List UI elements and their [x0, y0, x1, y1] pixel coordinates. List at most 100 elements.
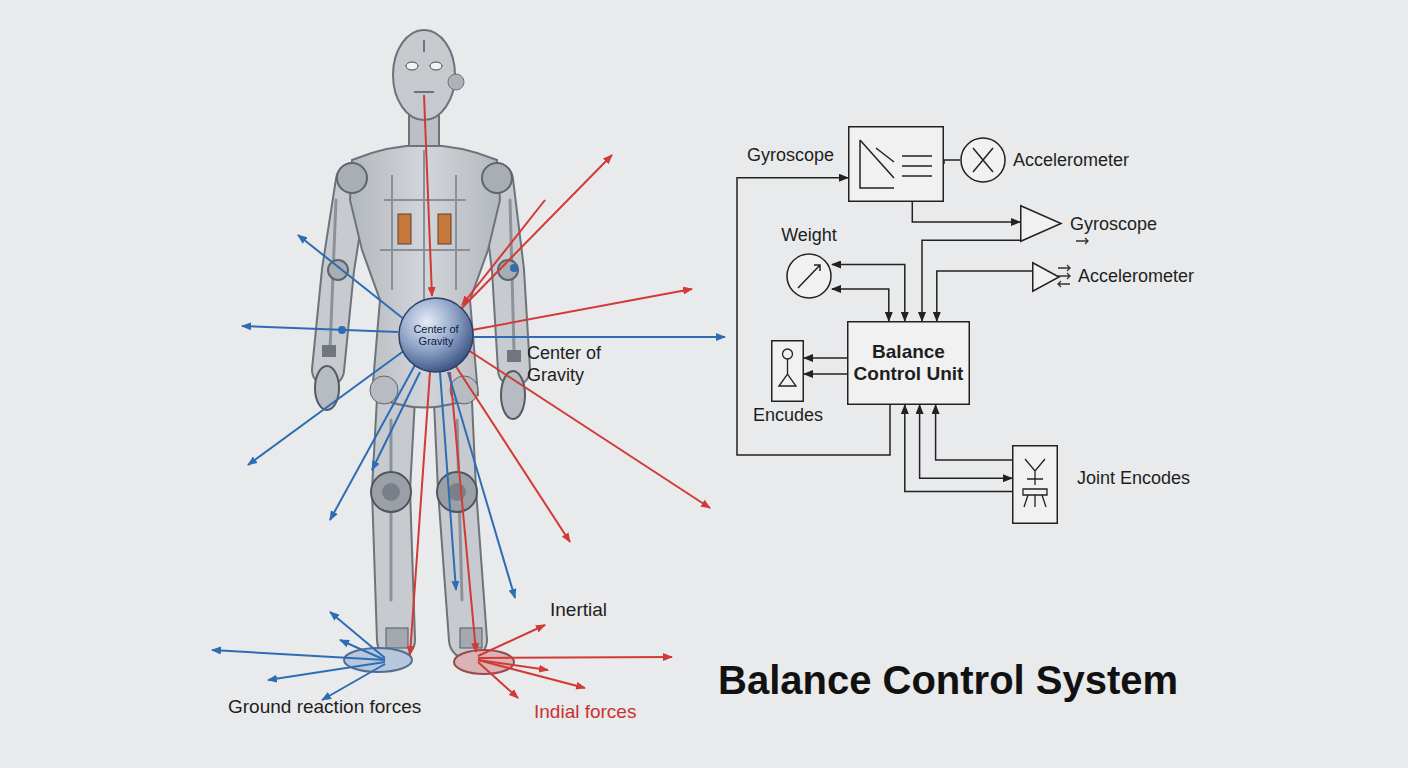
inertial-force-arrows-part [468, 350, 710, 508]
robot-figure-part [460, 628, 482, 648]
node-label: Accelerometer [1013, 149, 1163, 171]
inertial-force-arrows-part [410, 372, 430, 655]
signal-line [832, 265, 905, 322]
node-label-text: Gyroscope [747, 145, 834, 165]
gyroscope-sensor-box-outline [848, 126, 944, 202]
control-unit-box-outline-part [848, 322, 970, 405]
robot-figure-part [482, 163, 512, 193]
robot-figure-part [328, 260, 348, 280]
diagram-title: Balance Control System [718, 656, 1278, 704]
signal-line [905, 405, 1012, 492]
node-label-text: Encudes [753, 405, 823, 425]
force-label: Indial forces [534, 701, 694, 723]
robot-figure-part [371, 472, 411, 512]
node-label-text: Weight [781, 225, 837, 245]
ground-reaction-arrows-part [322, 664, 385, 700]
robot-limbs-part [452, 380, 468, 640]
weight-gauge-circle: Weight [786, 253, 832, 299]
encoder-box: Encudes [771, 340, 804, 402]
inertial-force-arrows-part [462, 200, 545, 305]
robot-limbs-part [391, 380, 397, 640]
accelerometer-circle-outline-part [961, 138, 1005, 182]
ground-reaction-arrows [212, 235, 725, 700]
robot-figure-part [437, 472, 477, 512]
ground-reaction-arrows-part [212, 650, 385, 660]
inertial-force-arrows-part [478, 660, 548, 670]
signal-glyphs-part [1058, 281, 1070, 287]
robot-limbs-part [497, 180, 514, 370]
node-label: Gyroscope [730, 144, 834, 166]
inertial-force-arrows-part [455, 155, 612, 315]
force-label: Inertial [550, 599, 670, 621]
ground-reaction-arrows-part [330, 612, 385, 658]
robot-figure-part [322, 345, 336, 357]
inertial-force-arrows-part [450, 372, 476, 652]
robot-figure-part [406, 62, 418, 70]
node-label: Gyroscope [1070, 213, 1190, 235]
encoder-box-outline-part [779, 359, 796, 386]
encoder-box-outline-part [783, 349, 793, 359]
node-label-text: Accelerometer [1013, 150, 1129, 170]
gyroscope-sensor-box-outline-part [860, 140, 932, 188]
ground-reaction-arrows-part [474, 336, 725, 338]
signal-line [936, 405, 1012, 460]
gyroscope-amplifier-triangle-outline-part [1021, 206, 1061, 242]
node-label: Center of Gravity [398, 297, 474, 373]
robot-figure-part [338, 326, 346, 334]
signal-line [920, 405, 1012, 478]
accelerometer-amplifier-triangle: Accelerometer [1032, 262, 1060, 292]
node-label: Encudes [747, 404, 829, 426]
robot-figure-part [414, 40, 434, 92]
accelerometer-amplifier-triangle-outline [1032, 262, 1060, 292]
encoder-box-outline-part [772, 341, 804, 402]
inertial-force-arrows-part [478, 625, 545, 656]
ground-reaction-arrows-part [242, 326, 398, 332]
signal-glyphs-part [1058, 273, 1070, 279]
weight-gauge-circle-outline-part [798, 265, 820, 288]
robot-limbs-part [497, 180, 514, 370]
gyroscope-sensor-box: Gyroscope [848, 126, 944, 202]
node-label-text: Center of Gravity [407, 323, 465, 347]
signal-glyphs-part [1058, 265, 1070, 271]
robot-figure-part [498, 260, 518, 280]
inertial-force-arrows [410, 95, 710, 698]
accelerometer-amplifier-triangle-outline-part [1033, 263, 1059, 292]
node-label-text: Accelerometer [1078, 266, 1194, 286]
robot-figure-part [507, 350, 521, 362]
robot-limbs-part [328, 180, 352, 370]
center-of-gravity-circle-outline-part [399, 298, 473, 372]
joint-encoder-box-outline-part [1023, 459, 1047, 507]
robot-figure-part [370, 376, 398, 404]
robot-figure-part [454, 650, 514, 674]
signal-line [832, 289, 889, 321]
gyroscope-amplifier-triangle: Gyroscope [1020, 205, 1062, 242]
gyroscope-amplifier-triangle-outline [1020, 205, 1062, 242]
node-label: Accelerometer [1078, 265, 1228, 287]
accelerometer-circle: Accelerometer [960, 137, 1006, 183]
robot-figure-part [386, 628, 408, 648]
joint-encoder-box: Joint Encodes [1012, 445, 1058, 524]
robot-figure-part [398, 214, 411, 244]
callout-label: Center of Gravity [527, 342, 637, 386]
ground-reaction-arrows-part [372, 372, 420, 470]
accelerometer-circle-outline-part [973, 148, 993, 172]
signal-glyphs-part [1076, 238, 1088, 244]
ground-reaction-arrows-part [298, 235, 405, 320]
robot-limbs-part [391, 380, 397, 640]
ground-reaction-arrows-part [440, 372, 456, 590]
ground-reaction-arrows-part [248, 350, 405, 465]
node-label-text: Joint Encodes [1077, 468, 1190, 488]
joint-encoder-box-outline-part [1013, 446, 1058, 524]
encoder-box-outline [771, 340, 804, 402]
inertial-force-arrows-part [478, 660, 585, 688]
weight-gauge-circle-outline-part [787, 254, 831, 298]
inertial-force-arrows-part [478, 662, 518, 698]
robot-figure [315, 30, 525, 674]
signal-line [912, 202, 1020, 222]
robot-figure-part [382, 483, 400, 501]
robot-figure-part [501, 371, 525, 419]
signal-line [804, 373, 847, 375]
